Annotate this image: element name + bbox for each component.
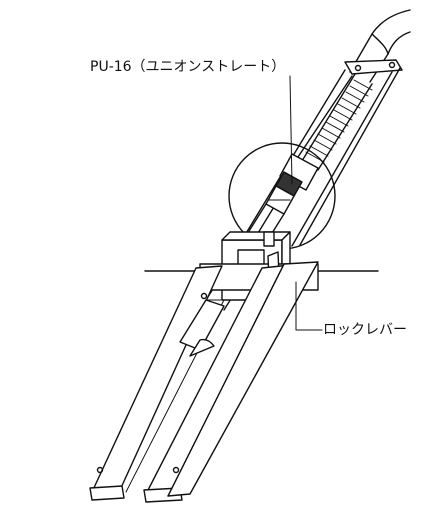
hose [349, 9, 411, 83]
pu16-label: PU-16（ユニオンストレート） [90, 59, 286, 75]
upper-rails [244, 67, 401, 247]
rail-right-outer [167, 261, 319, 497]
pu16-leader [289, 75, 293, 185]
rail-left [89, 265, 225, 501]
pipe-cut [189, 338, 215, 357]
rail-top-bracket [344, 59, 403, 75]
corrugated-tube [295, 75, 373, 171]
lock-lever-label: ロックレバー [323, 322, 407, 338]
lock-lever-leader [295, 281, 323, 331]
